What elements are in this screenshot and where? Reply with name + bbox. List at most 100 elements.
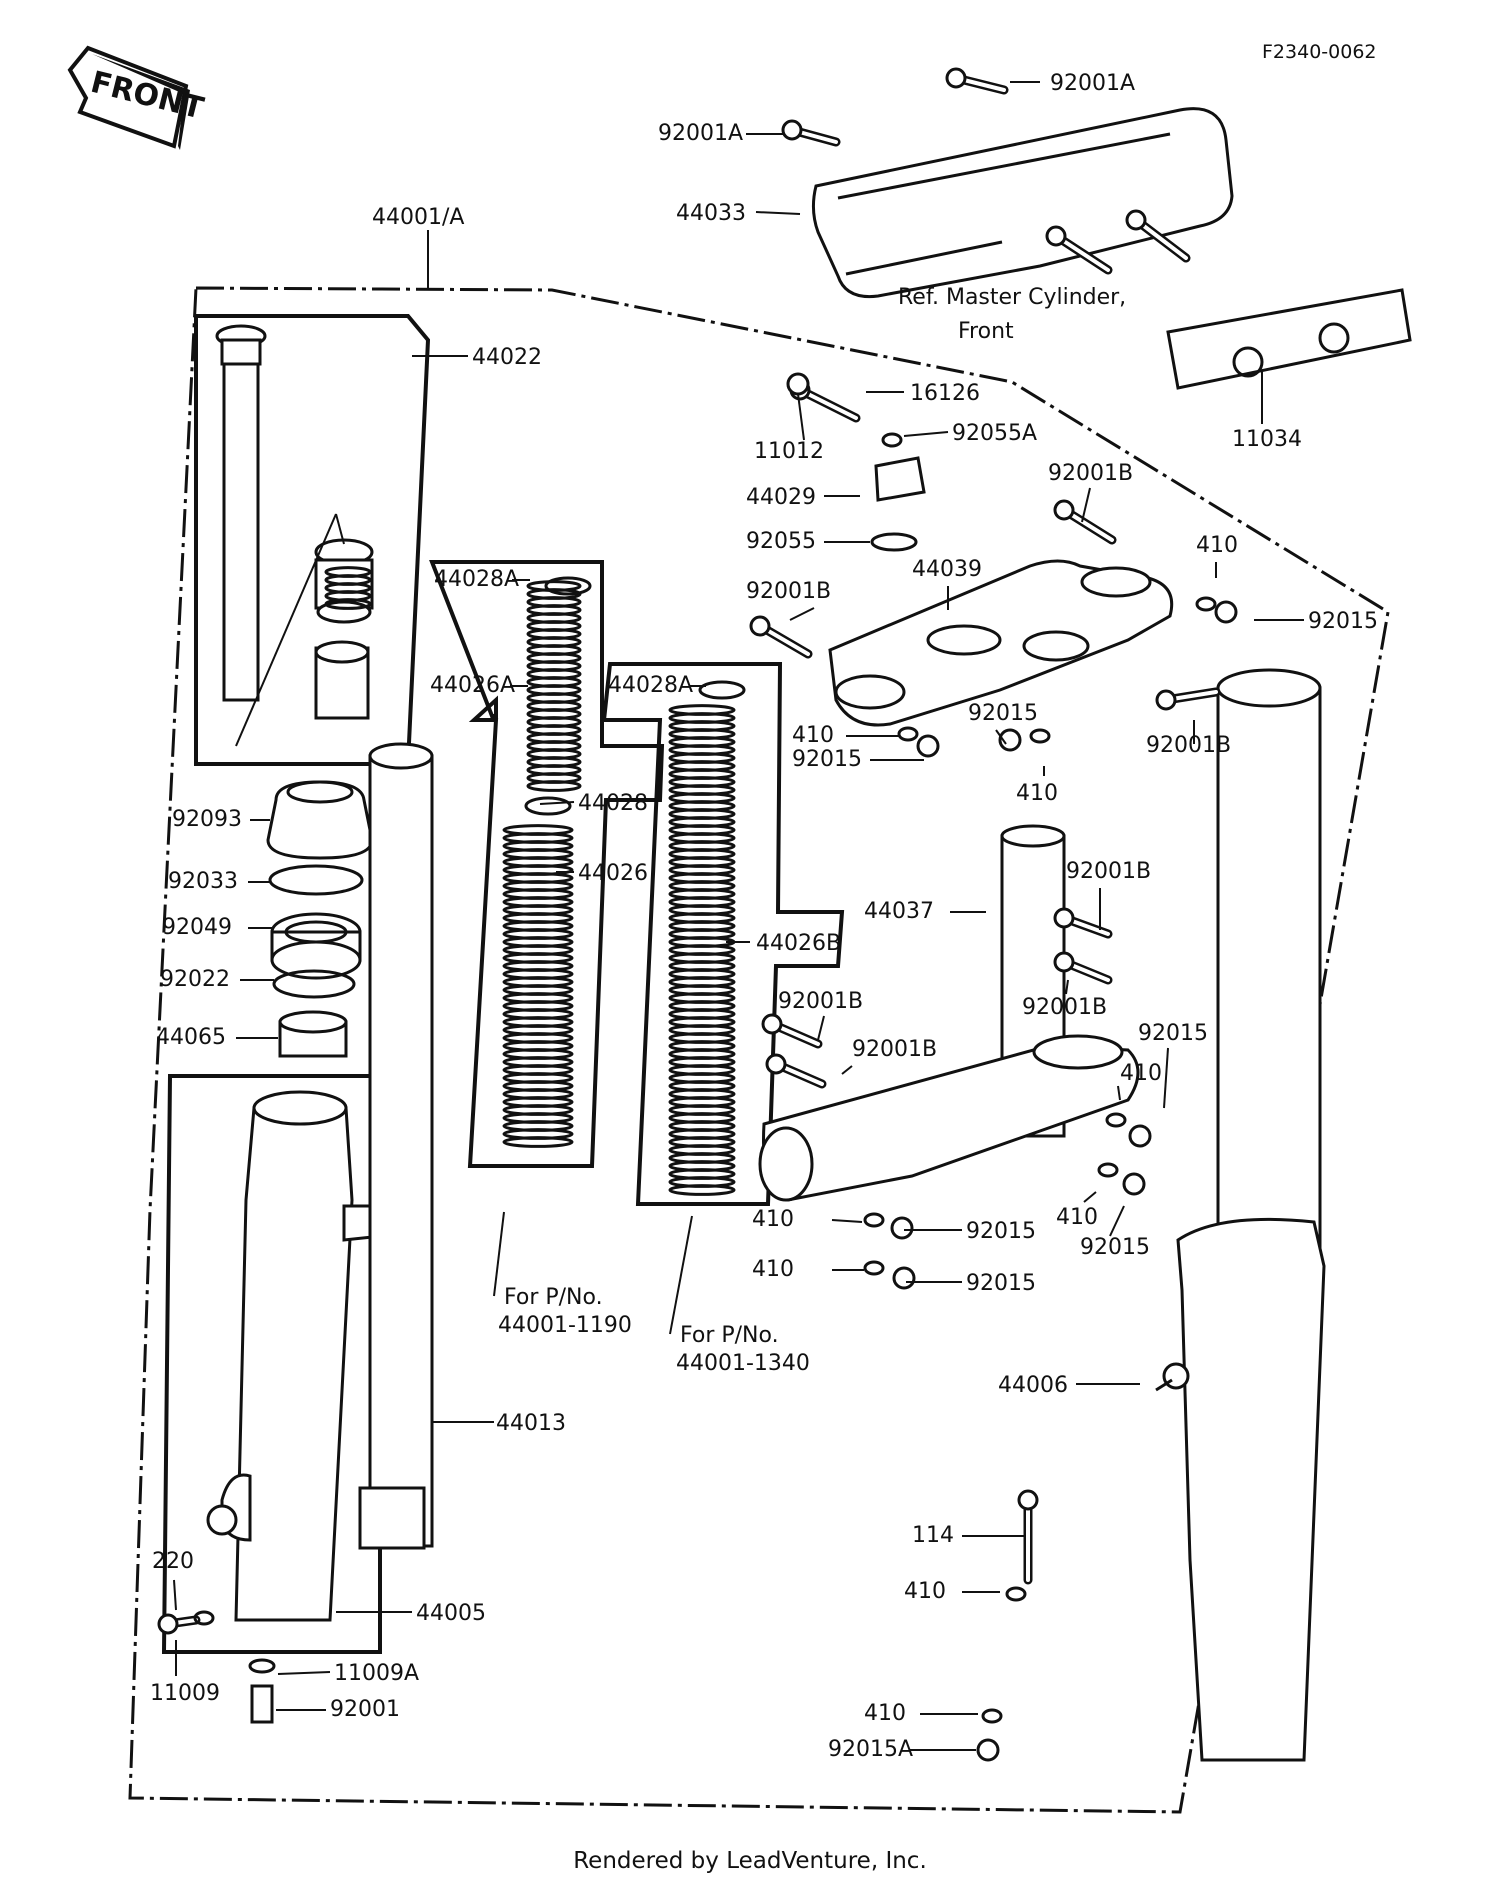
bolt-92001b-1 — [1053, 499, 1117, 545]
washer-92055a — [881, 432, 903, 448]
part-label: 92001B — [778, 989, 863, 1014]
nut-92015-2 — [998, 728, 1022, 752]
part-label: 92001B — [852, 1037, 937, 1062]
part-label: 410 — [1056, 1205, 1098, 1230]
leader-line — [789, 607, 815, 621]
part-label: 11034 — [1232, 427, 1302, 452]
part-label: 44013 — [496, 1411, 566, 1436]
part-label: 410 — [792, 723, 834, 748]
bolt-92001b-4 — [1053, 907, 1113, 939]
part-labels: 92001A92001A4403344001/A4402216126110129… — [150, 71, 1378, 1762]
bolt-92001b-2 — [749, 615, 813, 659]
bolt-114 — [1017, 1489, 1039, 1585]
bolt-92001b-3 — [1155, 687, 1221, 711]
leader-line — [1163, 1047, 1169, 1109]
leader-line — [1109, 1205, 1125, 1237]
part-label: 92015 — [966, 1219, 1036, 1244]
part-label: 16126 — [910, 381, 980, 406]
bolt-92001b-5 — [1053, 951, 1113, 985]
washer-11009 — [193, 1610, 215, 1626]
part-label: 44006 — [998, 1373, 1068, 1398]
part-label: 11009A — [334, 1661, 419, 1686]
part-44022-inner-cylinder — [215, 324, 267, 702]
leader-line — [755, 211, 801, 215]
part-44029-plug — [874, 456, 926, 502]
part-label: 44026B — [756, 931, 841, 956]
bolt-cover-2 — [1125, 209, 1191, 263]
part-label: 92015A — [828, 1737, 913, 1762]
part-label: 11009 — [150, 1681, 220, 1706]
nut-92015-6 — [890, 1216, 914, 1240]
part-label: 44065 — [156, 1025, 226, 1050]
part-label: 114 — [912, 1523, 954, 1548]
nut-92015-3 — [916, 734, 940, 758]
part-label: 410 — [904, 1579, 946, 1604]
part-label: 44028 — [578, 791, 648, 816]
part-label: 92001B — [746, 579, 831, 604]
part-label: 92001A — [1050, 71, 1135, 96]
part-44005-outer-tube — [206, 1090, 384, 1622]
part-label: 92001A — [658, 121, 743, 146]
note-spring-a-leader — [493, 1211, 505, 1297]
part-label: 410 — [752, 1207, 794, 1232]
spring-set-b-box — [601, 662, 845, 1206]
bolt-cover-1 — [1045, 225, 1113, 275]
valve-spring — [324, 566, 372, 610]
part-44006-right-outer-tube — [1155, 668, 1326, 1762]
part-label: 220 — [152, 1549, 194, 1574]
part-label: 92001B — [1022, 995, 1107, 1020]
part-label: 44037 — [864, 899, 934, 924]
part-label: 92055A — [952, 421, 1037, 446]
part-label: 92015 — [966, 1271, 1036, 1296]
washer-410-1 — [1195, 596, 1217, 612]
bolt-92001a-left — [781, 119, 841, 147]
part-44013-inner-tube — [358, 742, 434, 1550]
leader-line — [1065, 979, 1069, 995]
part-label: 44026 — [578, 861, 648, 886]
leader-line — [903, 431, 949, 437]
washer-410-2 — [1029, 728, 1051, 744]
part-label: 44028A — [608, 673, 693, 698]
spacer-44028a — [544, 576, 592, 596]
fork-springs — [324, 566, 746, 1196]
part-label: 44026A — [430, 673, 515, 698]
spacer-44028 — [524, 796, 572, 816]
part-label: 92015 — [968, 701, 1038, 726]
part-label: 410 — [1196, 533, 1238, 558]
part-label: 92015 — [1308, 609, 1378, 634]
part-92049-oil-seal — [270, 912, 362, 980]
part-label: 92001B — [1048, 461, 1133, 486]
note-spring-b-line2: 44001-1340 — [676, 1351, 810, 1376]
leader-line — [817, 1015, 825, 1041]
spring-44026 — [502, 824, 574, 1148]
nut-92015-7 — [892, 1266, 916, 1290]
bolt-92001a-right — [945, 67, 1009, 95]
leader-line — [1083, 1191, 1097, 1203]
part-label: 92055 — [746, 529, 816, 554]
bolt-92001b-6 — [761, 1013, 823, 1049]
part-label: 92033 — [168, 869, 238, 894]
nut-92015-1 — [1214, 600, 1238, 624]
part-label: 92022 — [160, 967, 230, 992]
note-spring-a-line1: For P/No. — [504, 1285, 603, 1310]
leader-line — [831, 1219, 863, 1223]
part-label: 92001B — [1146, 733, 1231, 758]
part-11034-bracket — [1166, 288, 1412, 390]
note-spring-b-line1: For P/No. — [680, 1323, 779, 1348]
leader-line — [1117, 1085, 1121, 1101]
outer-tube-box — [161, 1074, 382, 1654]
part-label: 44039 — [912, 557, 982, 582]
spring-44026a — [526, 580, 582, 792]
part-label: 410 — [752, 1257, 794, 1282]
upper-tube-box — [194, 314, 431, 766]
part-label: 11012 — [754, 439, 824, 464]
cap-11012 — [786, 372, 810, 396]
note-master-cylinder-line2: Front — [958, 319, 1014, 344]
part-label: 92049 — [162, 915, 232, 940]
washer-410-9 — [981, 1708, 1003, 1724]
part-92093-dust-seal — [266, 780, 374, 860]
leader-line — [995, 729, 1007, 745]
nut-92015-5 — [1122, 1172, 1146, 1196]
